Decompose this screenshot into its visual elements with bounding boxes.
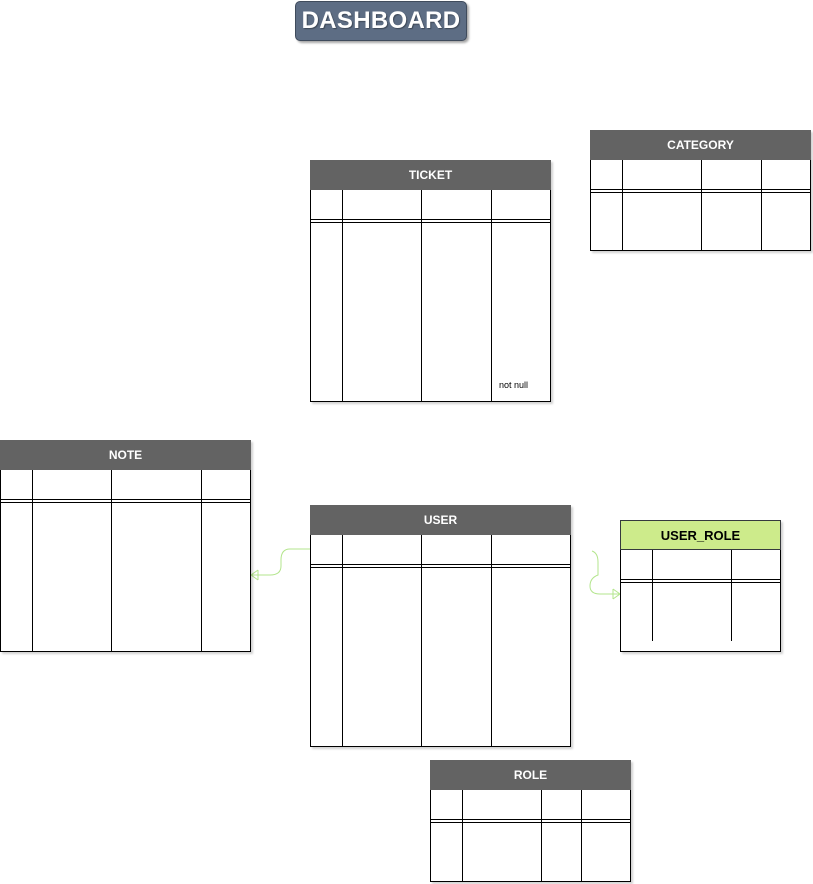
role-column-divider — [541, 790, 542, 881]
note-table-header: NOTE — [0, 440, 251, 470]
ticket-table-header: TICKET — [310, 160, 551, 190]
note-column-divider — [32, 470, 33, 651]
user-column-divider — [421, 535, 422, 746]
ticket-header-row-divider — [311, 219, 550, 220]
ticket-constraint-text: not null — [499, 380, 529, 390]
category-header-row-divider — [591, 189, 810, 190]
user-note-connector — [251, 548, 310, 576]
ticket-column-divider — [421, 190, 422, 401]
category-column-divider — [701, 160, 702, 250]
user-table-body — [310, 535, 571, 747]
role-table-body — [430, 790, 631, 882]
user-header-row-divider — [311, 567, 570, 568]
category-table-header: CATEGORY — [590, 130, 811, 160]
category-table-body — [590, 160, 811, 251]
user-userrole-connector — [589, 550, 620, 595]
user-role-table-body — [620, 550, 781, 652]
user-role-header-row-divider — [621, 579, 780, 580]
role-column-divider — [462, 790, 463, 881]
category-column-divider — [761, 160, 762, 250]
note-column-divider — [111, 470, 112, 651]
user-role-table-header: USER_ROLE — [620, 520, 781, 550]
note-header-row-divider — [1, 499, 250, 500]
user-column-divider — [342, 535, 343, 746]
role-column-divider — [581, 790, 582, 881]
category-column-divider — [622, 160, 623, 250]
user-role-table[interactable]: USER_ROLE — [620, 520, 781, 652]
user-header-row-divider — [311, 564, 570, 565]
user-column-divider — [491, 535, 492, 746]
note-table[interactable]: NOTE — [0, 440, 251, 652]
note-crowfoot-marker — [250, 569, 259, 581]
role-table-header: ROLE — [430, 760, 631, 790]
ticket-column-divider — [342, 190, 343, 401]
ticket-header-row-divider — [311, 222, 550, 223]
userrole-crowfoot-marker — [612, 588, 621, 600]
user-role-column-divider — [731, 550, 732, 641]
note-header-row-divider — [1, 502, 250, 503]
user-table-header: USER — [310, 505, 571, 535]
note-column-divider — [201, 470, 202, 651]
user-table[interactable]: USER — [310, 505, 571, 747]
role-header-row-divider — [431, 822, 630, 823]
category-table[interactable]: CATEGORY — [590, 130, 811, 251]
role-header-row-divider — [431, 819, 630, 820]
user-role-column-divider — [652, 550, 653, 641]
ticket-column-divider — [491, 190, 492, 401]
ticket-table-body: not null — [310, 190, 551, 402]
ticket-table[interactable]: TICKET not null — [310, 160, 551, 402]
user-role-header-row-divider — [621, 582, 780, 583]
category-header-row-divider — [591, 192, 810, 193]
note-table-body — [0, 470, 251, 652]
page-title: DASHBOARD — [295, 1, 467, 41]
role-table[interactable]: ROLE — [430, 760, 631, 882]
